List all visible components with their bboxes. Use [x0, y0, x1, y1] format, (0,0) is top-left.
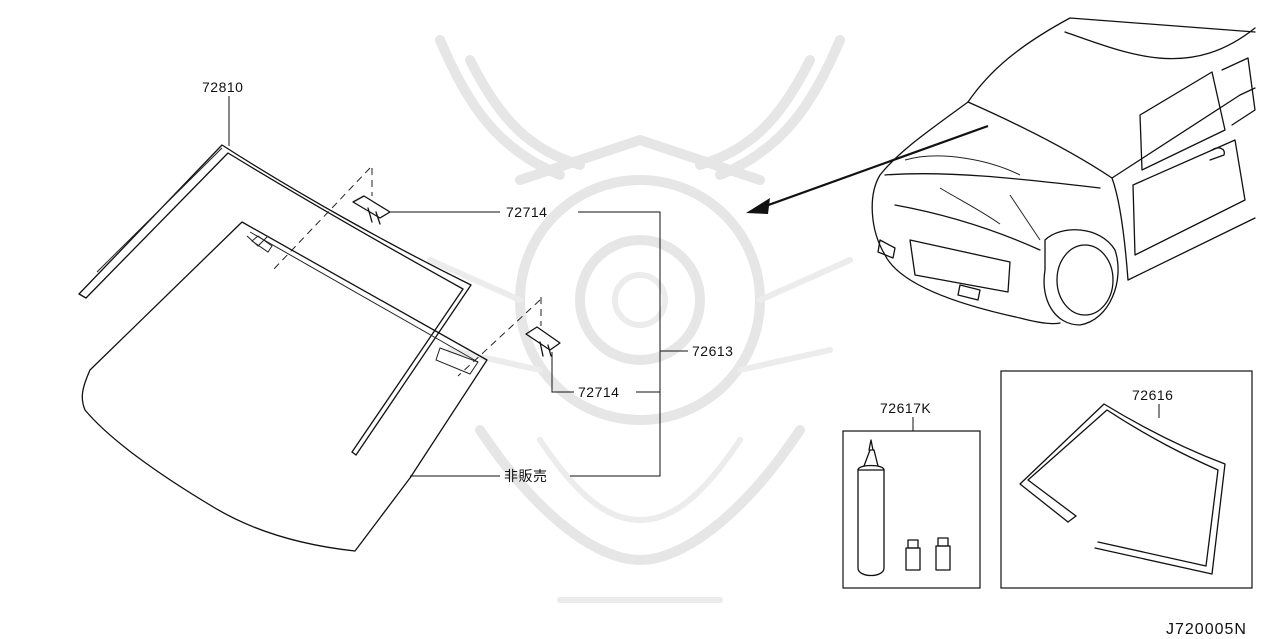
label-72714-upper: 72714 [506, 204, 547, 220]
leader-lines [228, 96, 1160, 477]
vehicle-illustration [871, 17, 1256, 326]
label-72616: 72616 [1132, 387, 1173, 403]
label-not-for-sale: 非販売 [504, 468, 548, 484]
watermark-emblem [427, 35, 853, 603]
sealant-kit-box [842, 430, 981, 589]
windshield-glass [81, 221, 488, 552]
pointer-arrow [746, 124, 989, 214]
label-72810: 72810 [202, 79, 243, 95]
dam-rubber-box [1000, 370, 1253, 589]
label-72613: 72613 [692, 343, 733, 359]
clip-lower [457, 297, 561, 377]
label-72714-lower: 72714 [578, 384, 619, 400]
diagram-code: J720005N [1166, 621, 1247, 638]
windshield-molding [78, 144, 472, 456]
label-72617K: 72617K [880, 400, 931, 416]
